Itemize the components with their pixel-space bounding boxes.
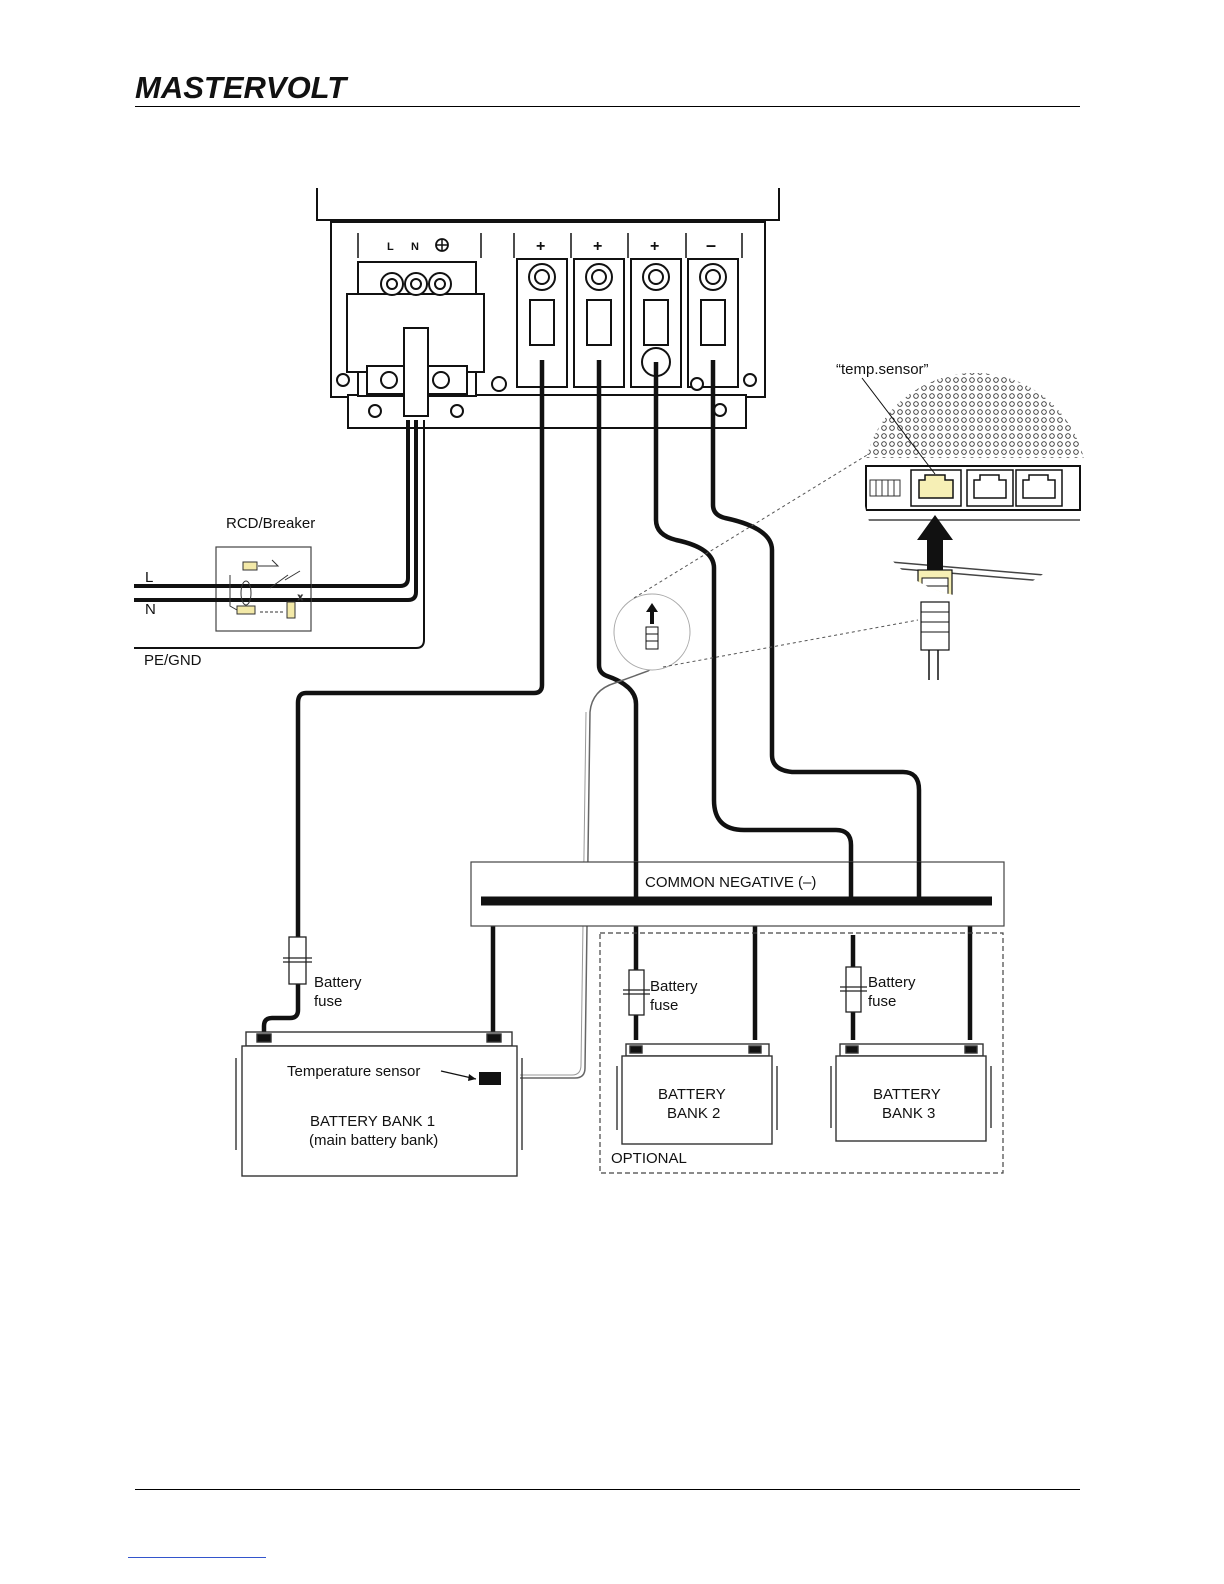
temp-sensor-port-label: “temp.sensor” [836, 361, 929, 378]
fuse-2-label-line2: fuse [650, 997, 678, 1014]
bank3-label-line2: BANK 3 [882, 1105, 935, 1122]
bank1-label-line1: BATTERY BANK 1 [310, 1113, 435, 1130]
bank1-label-line2: (main battery bank) [309, 1132, 438, 1149]
terminal-plus-3-label: + [650, 238, 659, 255]
temperature-sensor-label: Temperature sensor [287, 1063, 420, 1080]
mains-n-label: N [145, 601, 156, 618]
battery-bank-1 [236, 1032, 522, 1176]
charger-terminal-block [317, 188, 779, 428]
fuse-1-label-line1: Battery [314, 974, 362, 991]
terminal-plus-2-label: + [593, 238, 602, 255]
fuse-3-label-line1: Battery [868, 974, 916, 991]
terminal-plus-1-label: + [536, 238, 545, 255]
optional-label: OPTIONAL [611, 1150, 687, 1167]
common-negative-label: COMMON NEGATIVE (–) [645, 874, 816, 891]
terminal-n-label: N [411, 241, 419, 253]
common-negative-box [471, 862, 1004, 926]
terminal-minus-label: – [706, 235, 716, 255]
bank2-label-line2: BANK 2 [667, 1105, 720, 1122]
fuse-2-label-line1: Battery [650, 978, 698, 995]
terminal-l-label: L [387, 241, 394, 253]
sensor-plug-detail-small [614, 594, 690, 670]
temperature-sensor-icon [479, 1072, 501, 1085]
battery-fuses [283, 937, 867, 1015]
mains-pe-label: PE/GND [144, 652, 202, 669]
rcd-breaker: x [134, 547, 311, 631]
bank3-label-line1: BATTERY [873, 1086, 941, 1103]
fuse-1-label-line2: fuse [314, 993, 342, 1010]
svg-text:x: x [298, 592, 303, 602]
rcd-breaker-label: RCD/Breaker [226, 515, 315, 532]
fuse-3-label-line2: fuse [868, 993, 896, 1010]
dc-wiring [264, 360, 970, 1040]
bank2-label-line1: BATTERY [658, 1086, 726, 1103]
mains-l-label: L [145, 569, 153, 586]
temp-sensor-port-zoom [834, 370, 1090, 680]
